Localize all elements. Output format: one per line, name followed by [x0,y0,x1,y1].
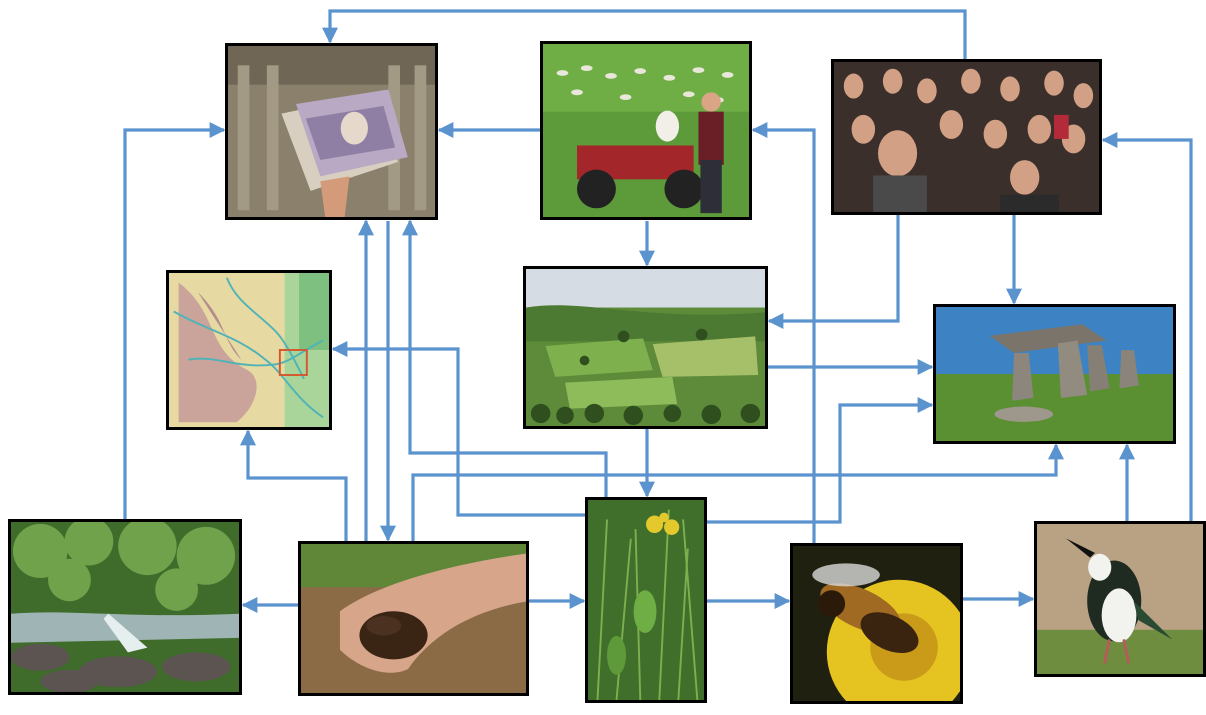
relief-map-with-rivers [166,270,332,430]
hand-holding-soil-photo [298,541,529,696]
arrow-soil-to-map [240,429,348,541]
lapwing-bird-photo [1034,521,1206,677]
dolmen-standing-stones-photo [933,304,1176,444]
arrow-crowd-to-landscape [767,215,900,329]
patchwork-fields-landscape-photo [523,266,768,429]
bee-on-yellow-flower-photo [790,543,963,704]
farmer-sheep-quadbike-photo [540,41,752,220]
wild-grassland-flowers-photo [585,497,707,703]
bank-banknotes-photo [225,43,438,220]
woodland-stream-photo [8,519,242,695]
crowd-of-people-photo [831,59,1102,215]
arrow-soil-to-dolmen [411,443,1064,541]
